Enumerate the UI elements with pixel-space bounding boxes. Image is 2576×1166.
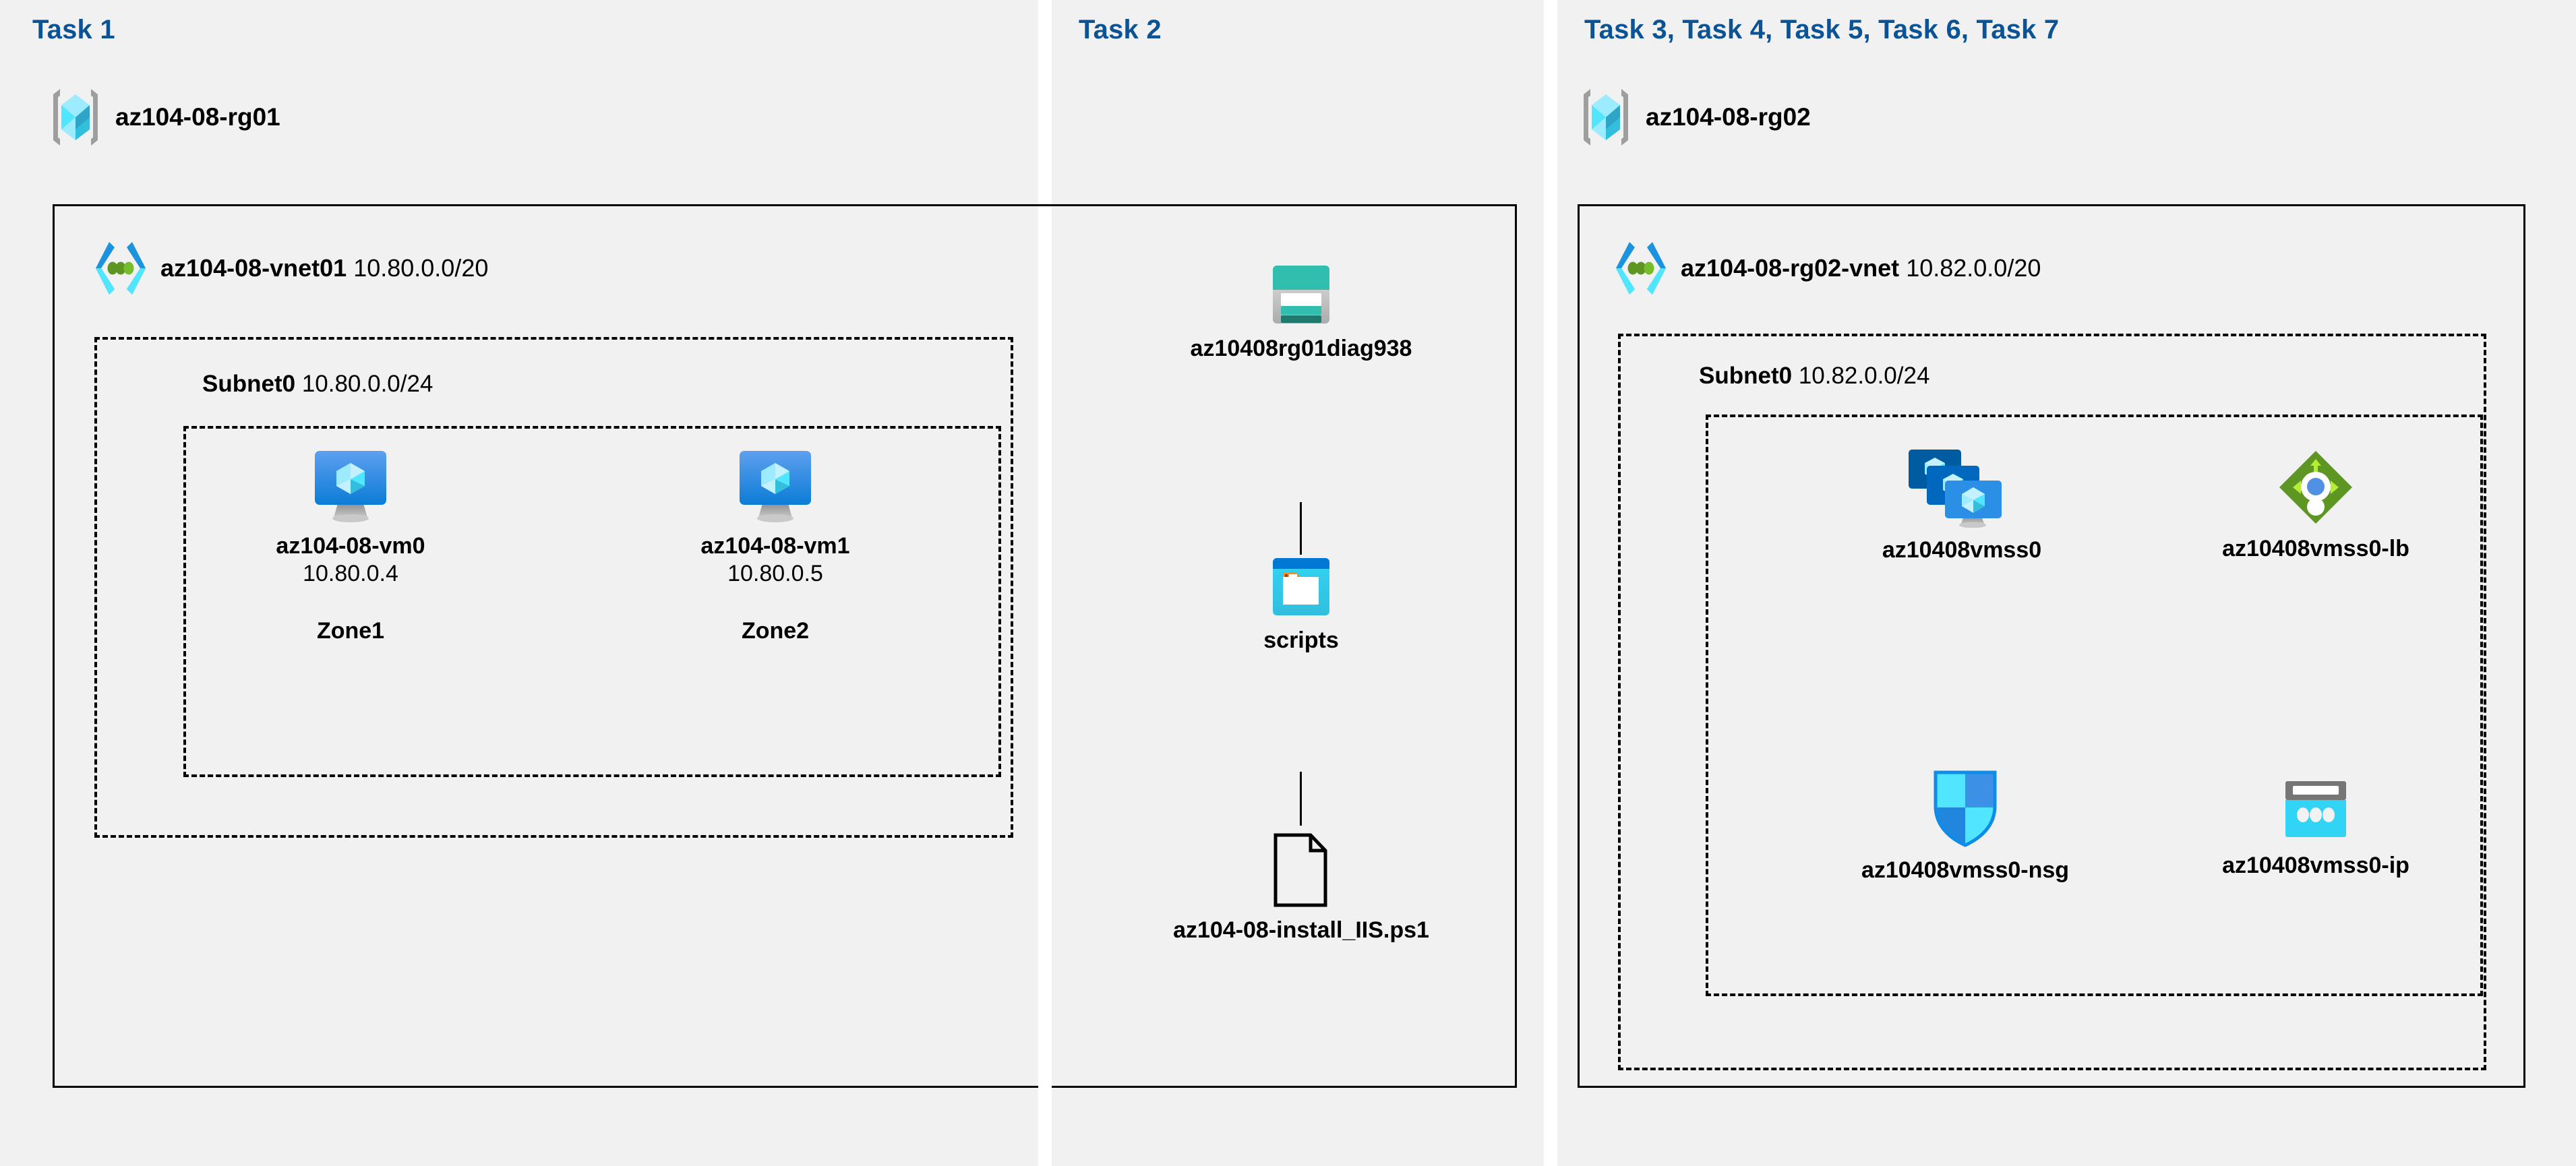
vm-name: az104-08-vm1 <box>700 533 850 559</box>
task-title-task1: Task 1 <box>32 15 115 44</box>
node-network-security-group[interactable]: az10408vmss0-nsg <box>1824 768 2107 884</box>
subnet-cidr: 10.82.0.0/24 <box>1798 363 1930 389</box>
network-security-group-icon <box>1930 768 2000 848</box>
vm-name: az104-08-vm0 <box>276 533 425 559</box>
resource-group-icon <box>51 86 100 148</box>
node-public-ip-address[interactable]: az10408vmss0-ip <box>2178 778 2454 879</box>
vnet-label-row-vnet01: az104-08-vnet01 10.80.0.0/20 <box>94 239 488 297</box>
vnet-name: az104-08-vnet01 <box>160 254 347 282</box>
vm-zone: Zone1 <box>316 618 385 644</box>
subnet-boundary-subnet0-vnet01 <box>94 337 1013 838</box>
subnet-cidr: 10.80.0.0/24 <box>301 371 433 397</box>
node-storage-account[interactable]: az10408rg01diag938 <box>1146 263 1456 362</box>
panel-gutter-left <box>1038 0 1052 204</box>
blob-container-icon <box>1270 556 1332 618</box>
vnet-cidr: 10.80.0.0/20 <box>353 254 489 282</box>
resource-group-icon <box>1581 86 1631 148</box>
resource-group-row-rg02: az104-08-rg02 <box>1581 86 1811 148</box>
subnet-label: Subnet0 10.82.0.0/24 <box>1699 363 1929 390</box>
vnet-cidr: 10.82.0.0/20 <box>1906 254 2041 282</box>
vnet-boundary-az104-08-vnet01 <box>53 204 1517 1088</box>
vm-ip-address: 10.80.0.5 <box>727 561 823 586</box>
subnet-boundary-subnet0-rg02vnet <box>1618 334 2486 1070</box>
task-title-task3: Task 3, Task 4, Task 5, Task 6, Task 7 <box>1584 15 2060 44</box>
subnet-label: Subnet0 10.80.0.0/24 <box>202 371 433 398</box>
virtual-network-icon <box>1615 239 1667 297</box>
script-file-icon <box>1271 832 1331 908</box>
node-virtual-machine-vm0[interactable]: az104-08-vm0 10.80.0.4 Zone1 <box>239 448 462 644</box>
task-panel-task1 <box>0 0 1038 1166</box>
resource-group-name: az104-08-rg02 <box>1646 103 1811 131</box>
virtual-network-icon <box>94 239 147 297</box>
vnet-boundary-az104-08-rg02-vnet <box>1578 204 2525 1088</box>
network-security-group-name: az10408vmss0-nsg <box>1861 857 2070 883</box>
panel-gutter-right <box>1544 0 1557 1166</box>
script-file-name: az104-08-install_IIS.ps1 <box>1173 917 1429 943</box>
task-title-task2: Task 2 <box>1079 15 1162 44</box>
node-virtual-machine-vm1[interactable]: az104-08-vm1 10.80.0.5 Zone2 <box>664 448 887 644</box>
load-balancer-name: az10408vmss0-lb <box>2222 536 2409 561</box>
vm-scale-set-icon <box>1907 448 2016 528</box>
vm-scale-set-name: az10408vmss0 <box>1882 537 2042 563</box>
scale-set-resource-group-boundary <box>1706 415 2483 996</box>
panel-gutter-left-lower <box>1038 1086 1052 1166</box>
task-panel-task3 <box>1557 0 2576 1166</box>
node-blob-container[interactable]: scripts <box>1187 556 1416 654</box>
virtual-machine-icon <box>736 448 815 524</box>
node-vm-scale-set[interactable]: az10408vmss0 <box>1820 448 2103 563</box>
virtual-machine-icon <box>311 448 390 524</box>
vnet-label: az104-08-rg02-vnet 10.82.0.0/20 <box>1681 254 2041 282</box>
load-balancer-icon <box>2277 448 2355 526</box>
public-ip-address-icon <box>2281 778 2351 843</box>
blob-container-name: scripts <box>1263 627 1339 653</box>
public-ip-address-name: az10408vmss0-ip <box>2222 853 2409 878</box>
connector-container-to-file <box>1300 772 1302 826</box>
storage-account-icon <box>1270 263 1332 326</box>
subnet-name: Subnet0 <box>1699 363 1793 389</box>
vnet-label: az104-08-vnet01 10.80.0.0/20 <box>160 254 488 282</box>
availability-zone-group-boundary <box>183 426 1001 777</box>
resource-group-name: az104-08-rg01 <box>115 103 280 131</box>
vnet-label-row-rg02-vnet: az104-08-rg02-vnet 10.82.0.0/20 <box>1615 239 2041 297</box>
node-script-file[interactable]: az104-08-install_IIS.ps1 <box>1079 832 1524 944</box>
vnet-name: az104-08-rg02-vnet <box>1681 254 1900 282</box>
connector-storage-to-container <box>1300 502 1302 555</box>
storage-account-name: az10408rg01diag938 <box>1190 336 1412 361</box>
subnet-name: Subnet0 <box>202 371 296 397</box>
resource-group-row-rg01: az104-08-rg01 <box>51 86 280 148</box>
vm-ip-address: 10.80.0.4 <box>303 561 398 586</box>
node-load-balancer[interactable]: az10408vmss0-lb <box>2167 448 2464 562</box>
vm-zone: Zone2 <box>741 618 810 644</box>
